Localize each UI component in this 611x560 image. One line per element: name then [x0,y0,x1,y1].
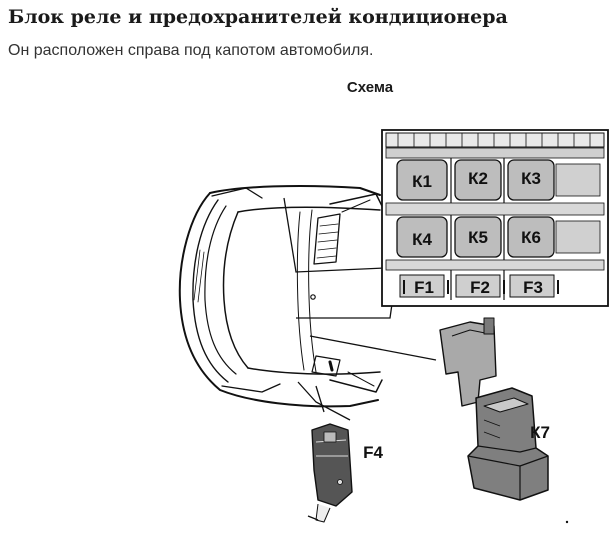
relay-label-k4: К4 [412,230,432,249]
page-subtitle: Он расположен справа под капотом автомоб… [8,42,374,59]
leader-lines [283,197,437,421]
relay-label-k2: К2 [468,169,488,188]
fuse-f4-label: F4 [363,443,383,462]
relay-k7-label: К7 [530,423,550,442]
fuse-label-f2: F2 [470,278,490,297]
relay-label-k6: К6 [521,228,541,247]
stray-dot [565,520,569,524]
relay-box [381,129,609,307]
relay-fuse-diagram: К1 К2 К3 К4 К5 К6 F1 F2 F3 К7 F4 [178,129,609,524]
figure-caption: Схема [346,79,394,96]
page-title: Блок реле и предохранителей кондиционера [8,6,508,28]
fuse-f4 [307,423,353,523]
relay-label-k1: К1 [412,172,432,191]
fuse-label-f3: F3 [523,278,543,297]
relay-label-k3: К3 [521,169,541,188]
relay-k7 [439,317,549,501]
fuse-label-f1: F1 [414,278,434,297]
relay-label-k5: К5 [468,228,488,247]
car-outline [178,184,383,408]
